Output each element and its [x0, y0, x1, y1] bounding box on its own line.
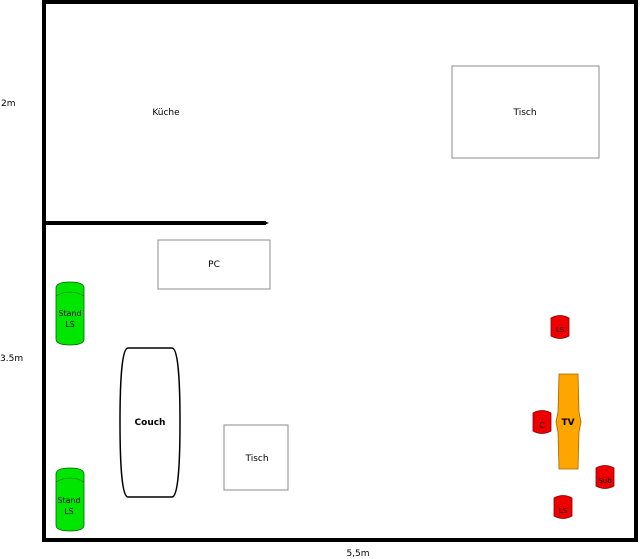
tv — [555, 373, 582, 470]
kitchen-label: Küche — [152, 108, 180, 118]
stand-speaker-top-rim — [55, 291, 85, 297]
stand-speaker-bottom-label-line2: LS — [64, 507, 74, 516]
speaker-ls-top-right — [550, 315, 570, 339]
speaker-ls-bottom-right-label: LS — [559, 507, 568, 515]
dimension-lower-height: 3.5m — [0, 354, 23, 364]
speaker-center-label: C — [539, 421, 545, 430]
couch — [119, 347, 181, 498]
stand-speaker-top-label-line2: LS — [65, 320, 75, 329]
table-bottom-label: Tisch — [244, 454, 268, 464]
subwoofer — [595, 465, 615, 489]
tv-label: TV — [561, 418, 574, 428]
stand-speaker-bottom-label-line1: Stand — [57, 496, 80, 505]
speaker-center — [532, 410, 552, 434]
speaker-ls-top-right-label: LS — [556, 326, 565, 334]
divider-wall-right-stub — [634, 221, 638, 225]
subwoofer-label: Sub — [598, 477, 612, 485]
pc-label: PC — [208, 260, 220, 270]
stand-speaker-bottom — [55, 467, 85, 532]
stand-speaker-bottom-rim — [55, 477, 85, 483]
table-top-label: Tisch — [512, 108, 536, 118]
divider-wall-end — [264, 221, 269, 225]
stand-speaker-top-label-line1: Stand — [58, 309, 81, 318]
table-top — [451, 65, 600, 159]
dimension-upper-height: 2m — [1, 99, 16, 109]
table-bottom — [223, 424, 289, 491]
stand-speaker-top — [55, 281, 85, 346]
couch-label: Couch — [135, 418, 166, 428]
dimension-width: 5,5m — [346, 549, 369, 559]
pc-desk — [157, 239, 271, 290]
outer-wall — [42, 0, 638, 542]
speaker-ls-bottom-right — [553, 495, 573, 519]
